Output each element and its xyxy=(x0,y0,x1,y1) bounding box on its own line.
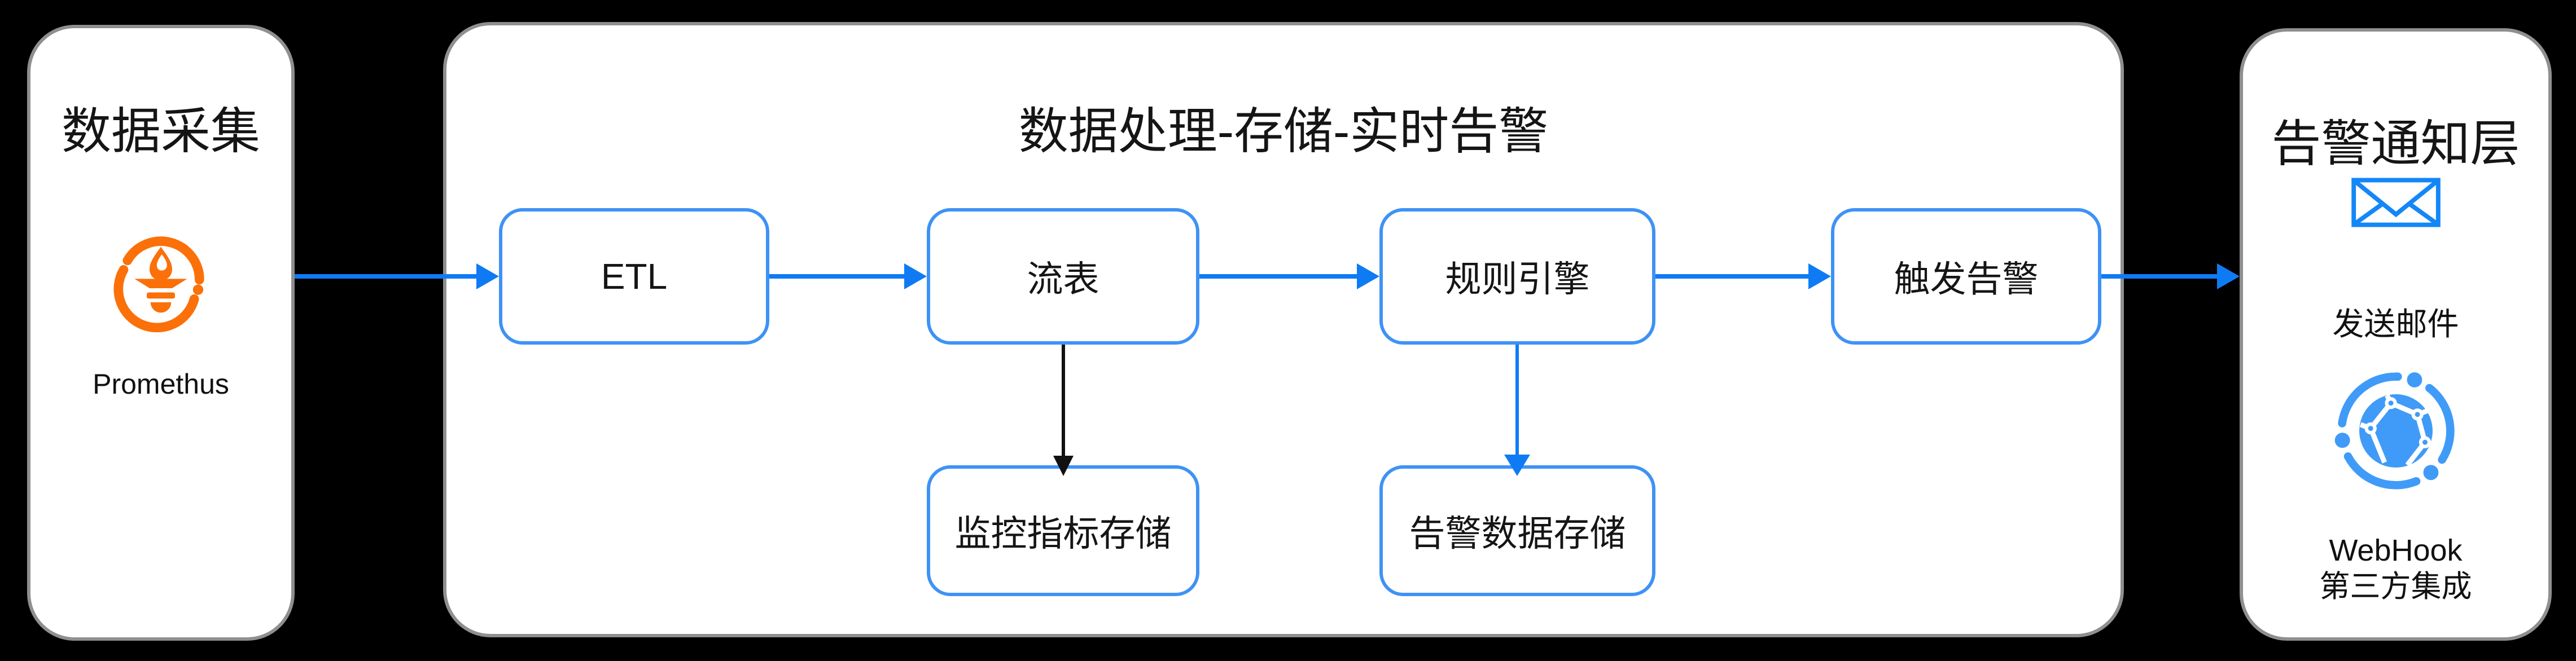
node-metric-storage: 监控指标存储 xyxy=(927,465,1199,596)
arrow-shaft xyxy=(1062,345,1065,456)
arrow-rule-engine-to-alert-data-storage xyxy=(1504,345,1530,476)
webhook-label: WebHook 第三方集成 xyxy=(2243,532,2548,605)
arrowhead-right-icon xyxy=(904,263,927,289)
node-rule-engine: 规则引擎 xyxy=(1379,208,1655,345)
node-stream-table: 流表 xyxy=(927,208,1199,345)
arrow-stream-table-to-metric-storage xyxy=(1050,345,1076,476)
prometheus-icon xyxy=(104,223,217,336)
panel-data-collection: 数据采集 Promethus xyxy=(27,25,295,641)
webhook-label-line2: 第三方集成 xyxy=(2319,570,2472,603)
arrow-shaft xyxy=(1199,274,1358,279)
arrow-shaft xyxy=(295,274,477,279)
node-alert-data-storage: 告警数据存储 xyxy=(1379,465,1655,596)
arrowhead-right-icon xyxy=(1808,263,1831,289)
processing-title: 数据处理-存储-实时告警 xyxy=(1018,103,1549,159)
arrow-shaft xyxy=(2101,274,2218,279)
arrow-trigger-alert-to-notification xyxy=(2101,263,2240,289)
arrowhead-down-icon xyxy=(1053,456,1074,476)
arrowhead-right-icon xyxy=(2217,263,2240,289)
arrow-collection-to-etl xyxy=(295,263,499,289)
arrow-shaft xyxy=(1515,345,1519,456)
node-alert-data-storage-label: 告警数据存储 xyxy=(1409,513,1626,554)
data-collection-title: 数据采集 xyxy=(61,103,260,159)
arrow-shaft xyxy=(1655,274,1810,279)
arrowhead-right-icon xyxy=(1357,263,1379,289)
arrow-rule-engine-to-trigger-alert xyxy=(1655,263,1831,289)
prometheus-label: Promethus xyxy=(93,368,229,400)
node-metric-storage-label: 监控指标存储 xyxy=(954,513,1172,554)
arrowhead-right-icon xyxy=(476,263,499,289)
node-etl-label: ETL xyxy=(601,256,668,297)
node-etl: ETL xyxy=(499,208,769,345)
arrow-stream-table-to-rule-engine xyxy=(1199,263,1379,289)
node-trigger-alert: 触发告警 xyxy=(1831,208,2101,345)
panel-processing: 数据处理-存储-实时告警 ETL 流表 规则引擎 触发告警 监控指标存储 告警数… xyxy=(443,22,2124,637)
arrowhead-down-icon xyxy=(1504,455,1530,476)
notification-title: 告警通知层 xyxy=(2271,115,2520,171)
panel-notification: 告警通知层 发送邮件 xyxy=(2240,28,2552,641)
webhook-label-line1: WebHook xyxy=(2329,534,2463,567)
arrow-etl-to-stream-table xyxy=(769,263,927,289)
webhook-icon xyxy=(2333,368,2459,494)
email-label: 发送邮件 xyxy=(2332,306,2459,342)
arrow-shaft xyxy=(769,274,905,279)
node-trigger-alert-label: 触发告警 xyxy=(1894,259,2039,299)
node-rule-engine-label: 规则引擎 xyxy=(1445,259,1590,299)
node-stream-table-label: 流表 xyxy=(1027,259,1099,299)
email-icon xyxy=(2347,178,2444,227)
